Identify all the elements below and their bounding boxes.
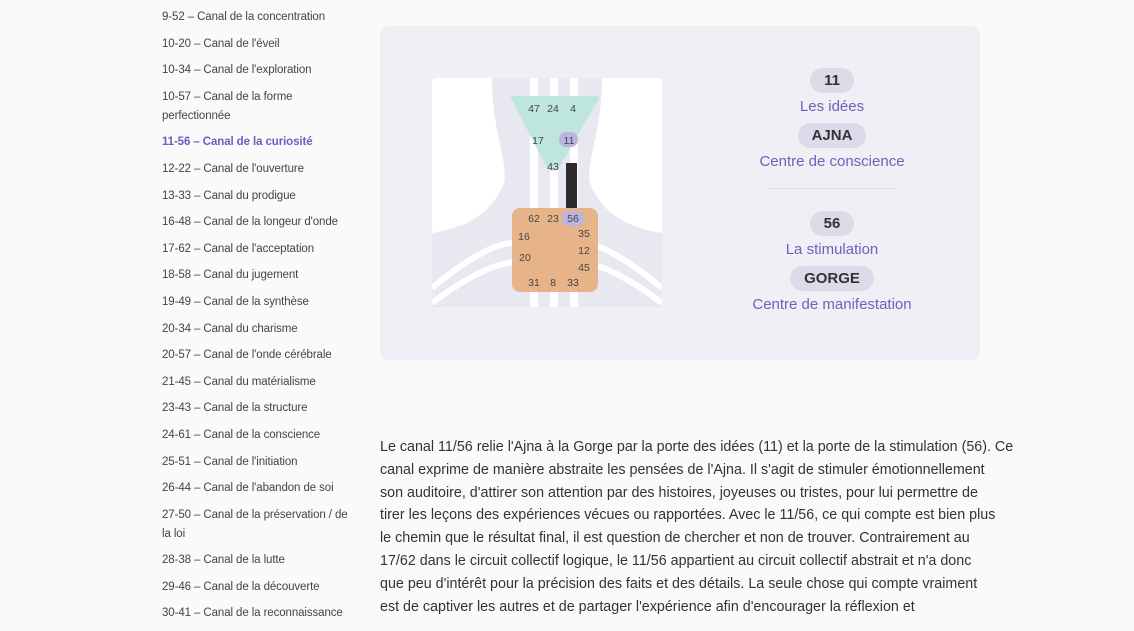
gate-label: 20: [519, 252, 531, 264]
channel-list: 9-52 – Canal de la concentration 10-20 –…: [162, 8, 357, 631]
gate-label: 43: [547, 161, 559, 173]
channel-description: Le canal 11/56 relie l'Ajna à la Gorge p…: [380, 436, 1014, 618]
channel-line: [566, 163, 577, 213]
divider: [767, 188, 897, 189]
channel-link[interactable]: 12-22 – Canal de l'ouverture: [162, 162, 304, 175]
channel-link[interactable]: 20-34 – Canal du charisme: [162, 322, 298, 335]
channel-link[interactable]: 10-20 – Canal de l'éveil: [162, 37, 280, 50]
channel-link[interactable]: 28-38 – Canal de la lutte: [162, 554, 285, 567]
gate-label: 31: [528, 277, 540, 289]
text-line: 17/62 dans le circuit collectif logique,…: [380, 552, 972, 569]
channel-link[interactable]: 19-49 – Canal de la synthèse: [162, 295, 309, 308]
center-description: Centre de manifestation: [752, 296, 912, 313]
text-line: le chemin que le résultat final, il est …: [380, 530, 970, 547]
channel-link[interactable]: 29-46 – Canal de la découverte: [162, 580, 320, 593]
gate-label: 24: [547, 103, 559, 115]
text-line: est de captiver les autres et de partage…: [380, 598, 915, 615]
gate-label: 56: [567, 213, 579, 225]
gate-label: 33: [567, 277, 579, 289]
gate-label: 4: [570, 103, 576, 115]
channel-link[interactable]: 21-45 – Canal du matérialisme: [162, 375, 316, 388]
channel-link[interactable]: 18-58 – Canal du jugement: [162, 269, 299, 282]
center-badge: AJNA: [797, 123, 867, 148]
channel-link[interactable]: 25-51 – Canal de l'initiation: [162, 455, 298, 468]
text-line: Le canal 11/56 relie l'Ajna à la Gorge p…: [380, 439, 1014, 455]
gate-number-badge: 56: [809, 211, 855, 236]
channel-link[interactable]: 23-43 – Canal de la structure: [162, 402, 308, 415]
gate-label: 16: [518, 231, 530, 243]
gate-label: 23: [547, 213, 559, 225]
ajna-center: [510, 96, 599, 171]
gate-label: 11: [564, 135, 575, 147]
text-line: canal exprime de manière abstraite les p…: [380, 461, 985, 478]
channel-link[interactable]: 20-57 – Canal de l'onde cérébrale: [162, 349, 332, 362]
gate-number-badge: 11: [810, 68, 854, 93]
gate-label: 12: [578, 245, 590, 257]
throat-center: [512, 208, 598, 292]
channel-link[interactable]: 16-48 – Canal de la longeur d'onde: [162, 216, 338, 229]
text-line: que peu d'intérêt pour la précision des …: [380, 575, 978, 592]
channel-link[interactable]: 10-34 – Canal de l'exploration: [162, 64, 312, 77]
channel-link[interactable]: 13-33 – Canal du prodigue: [162, 189, 296, 202]
gate-label: 35: [578, 228, 590, 240]
bodygraph-diagram: 47 24 4 17 11 43 62 23 56 16 35 20 12 45 31 8 33: [432, 78, 662, 307]
channel-link[interactable]: 10-57 – Canal de la forme perfectionnée: [162, 90, 293, 122]
gate-name: Les idées: [799, 98, 865, 115]
gate-label: 62: [528, 213, 540, 225]
text-line: tirer les leçons des expériences vécues …: [380, 507, 996, 524]
gate-label: 17: [532, 135, 544, 147]
channel-link[interactable]: 27-50 – Canal de la préservation / de la…: [162, 508, 348, 540]
gate-name: La stimulation: [785, 241, 879, 258]
gate-label: 8: [550, 277, 556, 289]
channel-link[interactable]: 30-41 – Canal de la reconnaissance: [162, 607, 343, 620]
channel-link-active[interactable]: 11-56 – Canal de la curiosité: [162, 136, 313, 149]
channel-link[interactable]: 26-44 – Canal de l'abandon de soi: [162, 482, 334, 495]
channel-card: 47 24 4 17 11 43 62 23 56 16 35 20 12 45 31 8 33 1…: [380, 26, 980, 360]
channel-link[interactable]: 24-61 – Canal de la conscience: [162, 428, 321, 441]
center-description: Centre de conscience: [759, 153, 905, 170]
gate-label: 45: [578, 262, 590, 274]
channel-info: 11 Les idées AJNA Centre de conscience 5…: [732, 68, 932, 321]
gate-label: 47: [528, 103, 540, 115]
channel-link[interactable]: 9-52 – Canal de la concentration: [162, 11, 326, 23]
channel-link[interactable]: 17-62 – Canal de l'acceptation: [162, 242, 314, 255]
text-line: son auditoire, d'attirer son attention p…: [380, 484, 978, 501]
center-badge: GORGE: [790, 266, 874, 291]
